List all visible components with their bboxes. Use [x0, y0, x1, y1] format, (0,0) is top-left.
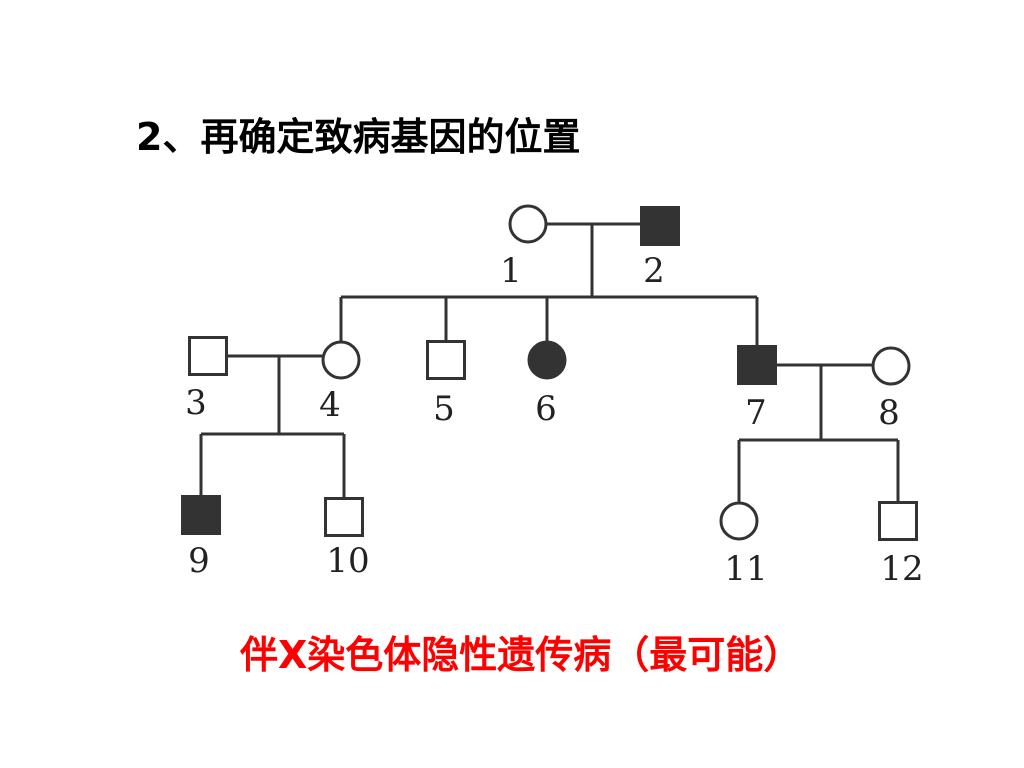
- pedigree-lines: [199, 222, 900, 503]
- affected-male-9: [181, 495, 221, 535]
- female-1: [508, 204, 548, 244]
- affected-male-2: [640, 206, 680, 246]
- individual-label-7: 7: [745, 393, 767, 433]
- individual-label-5: 5: [433, 389, 455, 429]
- conclusion-text: 伴X染色体隐性遗传病（最可能）: [240, 633, 802, 677]
- individual-label-4: 4: [319, 385, 341, 425]
- individual-label-6: 6: [535, 389, 557, 429]
- individual-label-10: 10: [326, 541, 369, 581]
- female-8: [871, 346, 911, 386]
- female-4: [321, 340, 361, 380]
- individual-label-11: 11: [724, 549, 767, 589]
- pedigree-individuals: [181, 204, 918, 541]
- individual-label-2: 2: [643, 251, 665, 291]
- male-3: [188, 336, 228, 376]
- individual-label-3: 3: [185, 383, 207, 423]
- affected-female-6: [527, 340, 567, 380]
- male-12: [878, 501, 918, 541]
- individual-label-9: 9: [188, 541, 210, 581]
- individual-label-1: 1: [500, 251, 522, 291]
- male-5: [426, 340, 466, 380]
- affected-male-7: [737, 345, 777, 385]
- individual-label-12: 12: [880, 549, 923, 589]
- slide-heading: 2、再确定致病基因的位置: [136, 115, 581, 159]
- individual-label-8: 8: [878, 393, 900, 433]
- female-11: [719, 501, 759, 541]
- male-10: [324, 497, 364, 537]
